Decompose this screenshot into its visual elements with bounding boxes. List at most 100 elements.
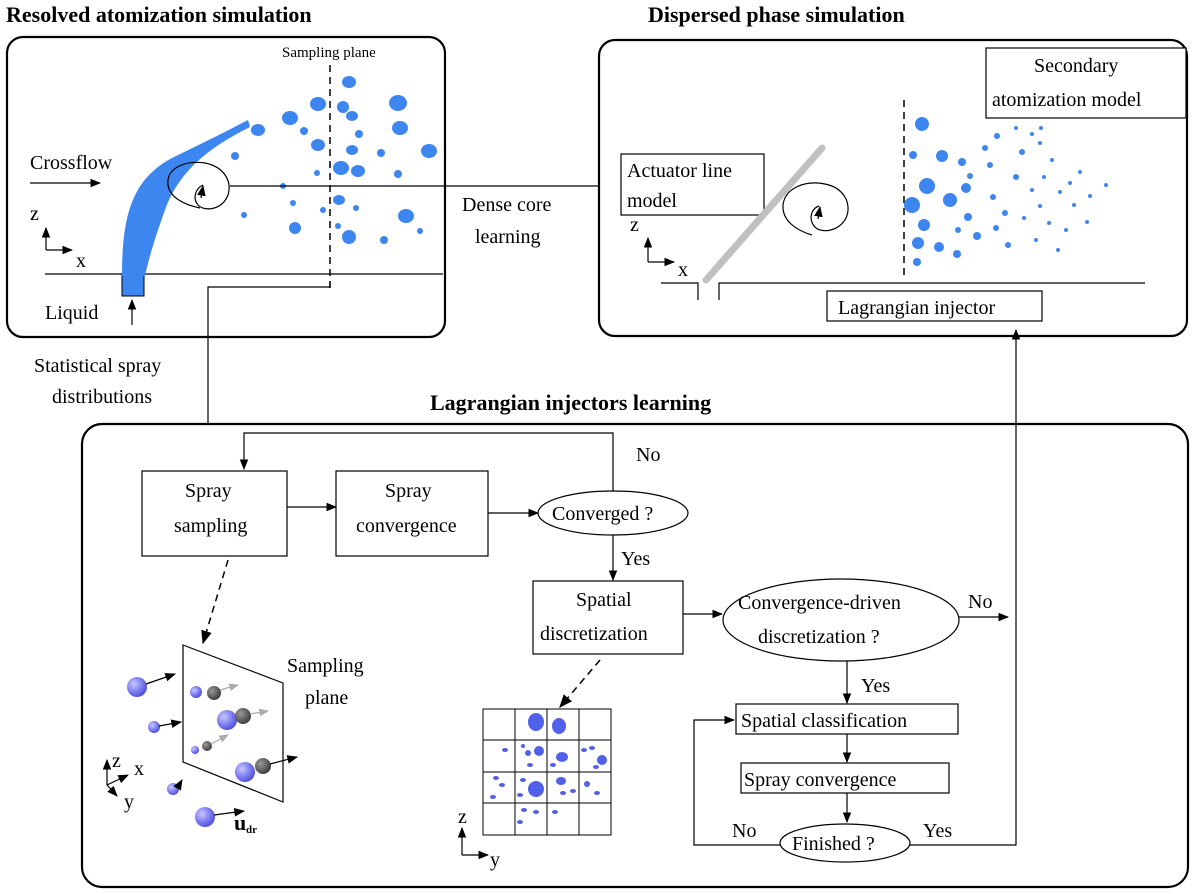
droplet	[389, 95, 407, 111]
droplet	[904, 197, 920, 213]
convergence-driven-text-2: discretization ?	[758, 626, 880, 648]
droplet	[1030, 132, 1034, 136]
liquid-jet	[122, 120, 250, 276]
spatial-discretization-text-1: Spatial	[576, 589, 632, 611]
droplet	[394, 170, 402, 178]
droplet	[918, 219, 930, 231]
droplet	[982, 145, 988, 151]
injector-nozzle	[121, 273, 145, 297]
droplet	[353, 205, 359, 211]
converged-yes-label: Yes	[621, 548, 650, 570]
secondary-model-text-2: atomization model	[992, 89, 1142, 111]
droplet	[973, 232, 981, 240]
droplet	[290, 200, 296, 206]
statistical-label-line1: Statistical spray	[34, 355, 161, 377]
dispersed-axis-x-label: x	[678, 259, 688, 281]
learning-panel: Lagrangian injectors learning Spray samp…	[80, 328, 1190, 889]
droplet	[351, 165, 365, 177]
axis-x-label: x	[76, 250, 86, 272]
resolved-droplets	[231, 76, 437, 244]
droplet	[570, 789, 576, 793]
lagrangian-injector-text: Lagrangian injector	[838, 297, 995, 319]
droplet	[1005, 242, 1011, 248]
dispersed-droplets	[904, 117, 1108, 266]
spatial-discretization-box	[532, 580, 684, 655]
droplet	[919, 178, 935, 194]
secondary-model-text-1: Secondary	[1034, 55, 1118, 77]
droplet	[521, 744, 525, 748]
droplet	[913, 258, 921, 266]
droplet-sphere	[127, 677, 147, 697]
droplet	[961, 183, 971, 193]
droplet	[282, 111, 298, 125]
inset-axis-y-label: y	[124, 791, 134, 813]
inset-axis-x-arrow	[106, 774, 129, 786]
droplet	[335, 223, 341, 229]
decision-yes-label: Yes	[861, 675, 890, 697]
udr-subscript: dr	[246, 824, 257, 836]
droplet	[517, 820, 523, 824]
sampling-plane-inset: Sampling plane u dr z x	[102, 644, 364, 836]
grid-axis-z-label: z	[458, 806, 467, 828]
droplet	[342, 230, 356, 244]
droplet	[502, 748, 508, 752]
grid-lines	[483, 709, 611, 835]
droplet	[1047, 221, 1051, 225]
spray-convergence-2-box	[740, 762, 950, 794]
droplet	[1038, 204, 1042, 208]
droplet	[1050, 158, 1054, 162]
droplet	[1039, 126, 1043, 130]
droplet	[560, 791, 566, 795]
inset-axis-y-arrow	[106, 784, 118, 797]
droplet	[300, 127, 308, 135]
spatial-discretization-text-2: discretization	[540, 623, 648, 645]
droplet	[597, 755, 607, 765]
statistical-link: Statistical spray distributions	[34, 282, 331, 462]
droplet	[955, 227, 961, 233]
droplet	[231, 152, 239, 160]
dense-core-link: Dense core learning	[230, 181, 620, 248]
droplet	[589, 746, 595, 750]
grid-axis-y-label: y	[490, 849, 500, 871]
droplet	[915, 117, 929, 131]
droplet	[1030, 188, 1034, 192]
droplet	[556, 752, 568, 762]
droplet	[342, 76, 356, 88]
droplet	[943, 193, 957, 207]
spatial-classification-text: Spatial classification	[741, 710, 907, 732]
droplet	[534, 746, 544, 756]
droplet-sphere-dark	[207, 686, 221, 700]
arrow-converged-no-loop	[239, 432, 614, 491]
droplet-sphere-dark	[235, 708, 251, 724]
lagrangian-injector-box	[826, 290, 1043, 322]
droplet	[556, 777, 566, 785]
statistical-label-line2: distributions	[52, 386, 152, 408]
droplet	[398, 209, 414, 223]
droplet	[552, 810, 558, 814]
vortex-arrow	[197, 184, 206, 199]
droplet	[1013, 174, 1019, 180]
spray-convergence-text-1: Spray	[385, 480, 432, 502]
droplet	[310, 97, 326, 111]
droplet	[987, 162, 993, 168]
pointer-to-sampling-inset	[201, 559, 229, 645]
spray-convergence-2-text: Spray convergence	[744, 769, 896, 791]
converged-no-label: No	[636, 444, 660, 466]
droplet	[967, 173, 973, 179]
liquid-label: Liquid	[45, 302, 98, 324]
droplet	[490, 795, 496, 799]
droplet-sphere	[167, 783, 179, 795]
droplet	[550, 763, 556, 767]
axis-z-label: z	[30, 203, 39, 225]
droplet	[377, 149, 385, 157]
droplet	[521, 808, 527, 812]
actuator-line-box	[620, 153, 765, 216]
droplet	[994, 133, 1000, 139]
velocity-arrow	[269, 755, 299, 765]
droplet	[314, 170, 320, 176]
inset-axis-x-label: x	[134, 758, 144, 780]
droplet	[528, 713, 544, 731]
dispersed-vortex-spiral	[782, 182, 849, 236]
droplet	[593, 765, 599, 769]
